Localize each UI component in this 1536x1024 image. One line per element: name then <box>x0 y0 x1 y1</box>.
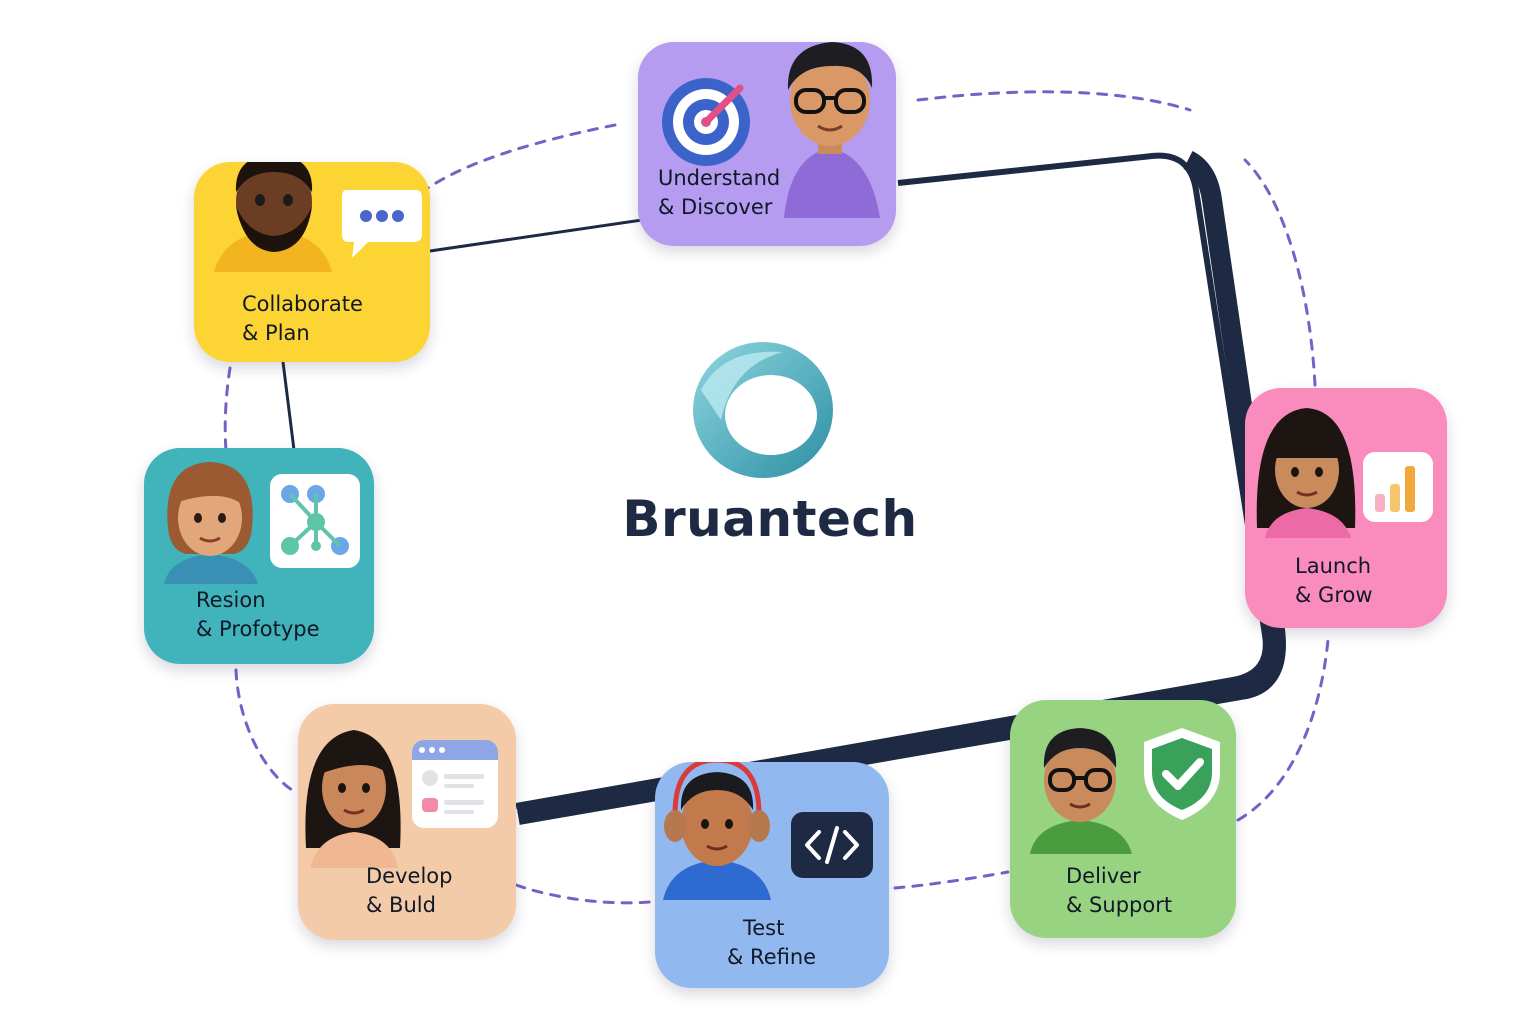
avatar-bearded-man-yellow-hoodie <box>214 162 332 272</box>
bar-chart-icon <box>1363 452 1433 522</box>
stage-card-launch: Launch& Grow <box>1245 388 1447 628</box>
avatar-woman-long-hair <box>305 730 401 868</box>
stage-card-deliver: Deliver& Support <box>1010 700 1236 938</box>
stage-card-develop: Develop& Buld <box>298 704 516 940</box>
stage-title: Deliver& Support <box>1066 864 1173 917</box>
browser-window-icon <box>412 740 498 828</box>
stage-title: Collaborate& Plan <box>242 292 363 345</box>
avatar-woman-short-hair <box>164 462 258 584</box>
avatar-boy-headphones <box>663 762 771 900</box>
stage-title: Develop& Buld <box>366 864 453 917</box>
avatar-boy-glasses-green-hoodie <box>1030 728 1132 854</box>
link-line-plan-discover <box>429 218 643 253</box>
dashed-cycle-path <box>223 90 1330 905</box>
stage-title: Understand& Discover <box>658 166 781 219</box>
code-brackets-icon <box>791 812 873 878</box>
tilted-frame <box>515 152 1269 809</box>
stage-card-test: Test& Refine <box>655 762 889 988</box>
tilted-frame-shadow <box>516 151 1286 825</box>
stage-card-prototype: Resion& Profotype <box>144 448 374 664</box>
chat-bubble-icon <box>342 190 422 258</box>
avatar-girl-bangs <box>1256 408 1356 538</box>
stage-title: Resion& Profotype <box>196 588 320 641</box>
avatar-boy-glasses-purple-hoodie <box>784 42 880 218</box>
ring-logo-icon <box>693 342 833 478</box>
stage-title: Test& Refine <box>727 916 817 969</box>
stage-card-understand: Understand& Discover <box>638 42 896 246</box>
stage-card-collaborate: Collaborate& Plan <box>194 162 430 362</box>
brand-name: Bruantech <box>622 490 918 548</box>
link-line-plan-prototype <box>281 361 296 451</box>
shield-check-icon <box>1144 728 1220 820</box>
stage-title: Launch& Grow <box>1295 554 1373 607</box>
flow-diagram-icon <box>270 474 360 568</box>
target-icon <box>662 78 750 166</box>
